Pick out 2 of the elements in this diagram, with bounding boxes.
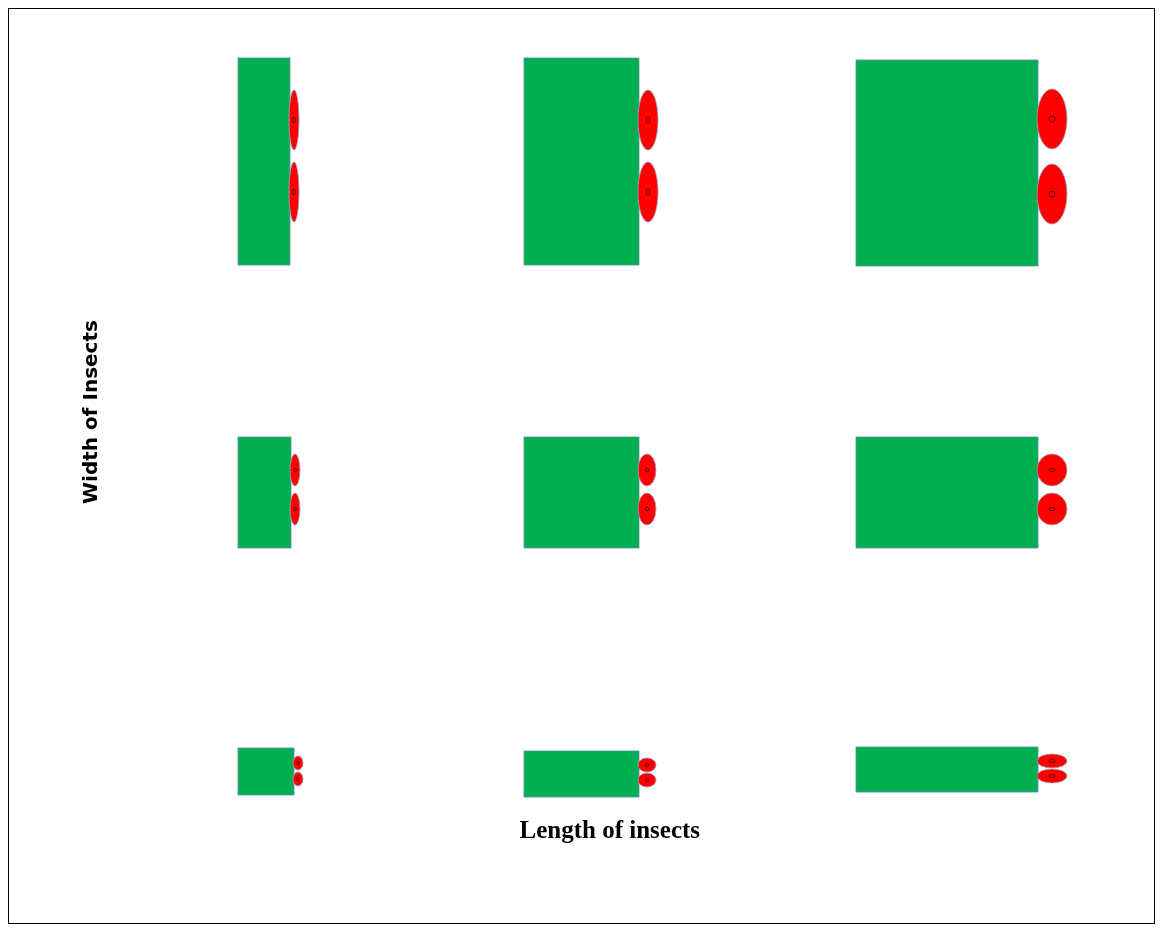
axis-title: Width of Insects [77,320,102,504]
axis-title: Length of insects [519,816,701,844]
